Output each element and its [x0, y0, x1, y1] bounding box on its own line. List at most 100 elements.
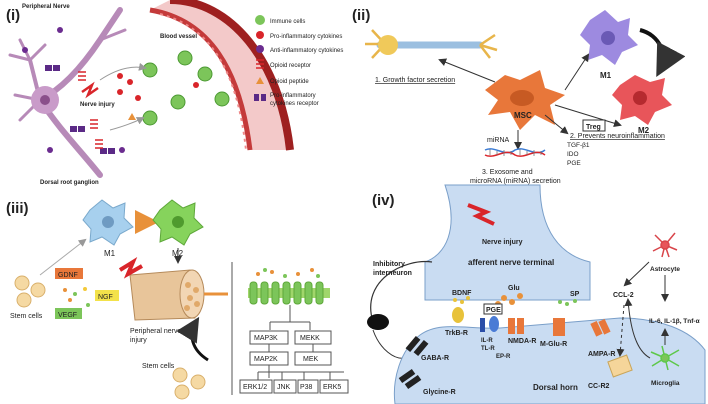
ccl2-label: CCL-2 — [613, 292, 634, 299]
sp-dots — [558, 299, 577, 306]
factor-tgf: TGF-β1 — [567, 142, 590, 149]
panel-iv: (iv) Nerve injury afferent nerve termina… — [367, 184, 706, 404]
stem-cells-label-right: Stem cells — [142, 363, 175, 370]
panel-ii: (ii) MSC 1. Growth factor secretion M1 M… — [352, 7, 686, 185]
peripheral-nerve-label: Peripheral Nerve — [22, 4, 70, 10]
blood-vessel — [149, 0, 294, 151]
kinase-map2k: MAP2K — [254, 356, 278, 363]
glycine-receptor — [398, 368, 422, 390]
exosome-label-1: 3. Exosome and — [482, 169, 533, 176]
dorsal-horn — [393, 317, 706, 404]
legend-item: Opioid peptide — [270, 79, 309, 85]
ngf-box — [95, 290, 119, 301]
pge-box — [483, 303, 503, 315]
injury-bolt-icon — [81, 81, 99, 99]
iii-m1-label: M1 — [104, 249, 116, 258]
kinase-mek: MEK — [303, 356, 319, 363]
gdnf-box — [55, 268, 83, 279]
nerve-injury-label: Nerve injury — [482, 239, 523, 246]
legend-cytokine-receptor-icon — [254, 94, 266, 101]
factor-pge: PGE — [567, 160, 581, 167]
injury-label-1: Peripheral nerve — [130, 328, 181, 335]
pro-inflammatory-dots — [117, 73, 199, 101]
microglia-cell — [650, 345, 680, 371]
sp-label: SP — [570, 291, 580, 298]
neuron-icon — [365, 29, 498, 59]
microglia-label: Microglia — [651, 380, 680, 387]
tlr-label: TL-R — [481, 346, 495, 352]
panel-ii-label: (ii) — [352, 7, 370, 24]
m1-label: M1 — [600, 71, 612, 80]
ampa-label: AMPA-R — [588, 351, 615, 358]
peripheral-nerve-bundle — [129, 269, 228, 321]
bdnf-dots — [453, 296, 470, 304]
legend-opioid-peptide-icon — [256, 77, 264, 84]
ep-receptor — [489, 316, 499, 332]
glu-label: Glu — [508, 285, 520, 292]
exosome-label-2: microRNA (miRNA) secretion — [470, 178, 561, 185]
panel-i-legend: Immune cells Pro-inflammatory cytokines … — [254, 15, 343, 107]
opioid-receptors — [78, 71, 103, 149]
gdnf-label: GDNF — [58, 272, 78, 279]
peripheral-nerve — [8, 7, 127, 178]
ilr-label: IL-R — [481, 338, 493, 344]
cytokine-receptors — [45, 65, 115, 154]
g-protein-receptor-icon — [248, 268, 330, 305]
treg-label: Treg — [586, 124, 601, 131]
kinase-erk5: ERK5 — [323, 384, 341, 391]
kinase-jnk: JNK — [277, 384, 291, 391]
nmda-receptor — [508, 318, 524, 334]
cytokines-label: IL-6, IL-1β, Tnf-α — [649, 318, 700, 325]
kinase-boxes: MAP3K MEKK MAP2K MEK ERK1/2 JNK P38 ERK5 — [239, 330, 349, 394]
m2-macrophage — [612, 75, 672, 125]
drg-label: Dorsal root ganglion — [40, 180, 99, 186]
epr-label: EP-R — [496, 354, 511, 360]
astrocyte-cell — [652, 232, 678, 258]
m1-macrophage — [82, 199, 134, 246]
vegf-label: VEGF — [58, 312, 77, 319]
growth-factor-label: 1. Growth factor secretion — [375, 77, 455, 84]
ccr2-label: CC-R2 — [588, 383, 609, 390]
inhibitory-label-2: interneuron — [373, 270, 412, 277]
injury-bolt-icon — [118, 257, 143, 279]
anti-inflammatory-dots — [22, 27, 125, 153]
m1-to-m2-arrow — [639, 28, 686, 78]
growth-factor-dots — [63, 287, 90, 307]
nmda-label: NMDA-R — [508, 338, 536, 345]
opioid-peptide-icon — [128, 113, 136, 120]
mglu-receptor — [553, 318, 565, 336]
interneuron-body — [367, 314, 389, 330]
panel-iii-label: (iii) — [6, 200, 29, 217]
bdnf-label: BDNF — [452, 290, 472, 297]
injury-label-2: injury — [130, 337, 147, 344]
treg-box — [582, 119, 606, 132]
msc-label: MSC — [514, 111, 532, 120]
gaba-label: GABA-R — [421, 355, 449, 362]
kinase-p38: P38 — [300, 384, 313, 391]
glycine-label: Glycine-R — [423, 389, 456, 396]
pge-label: PGE — [486, 307, 501, 314]
stem-cells-right — [172, 367, 206, 400]
stem-cells-arrow — [176, 316, 209, 362]
ngf-label: NGF — [98, 294, 113, 301]
dorsal-horn-label: Dorsal horn — [533, 383, 578, 392]
injury-bolt-icon — [467, 203, 495, 226]
trkb-label: TrkB-R — [445, 330, 468, 337]
panel-iv-label: (iv) — [372, 192, 395, 209]
legend-item: Immune cells — [270, 19, 305, 25]
mglu-label: M-Glu-R — [540, 341, 567, 348]
factor-ido: IDO — [567, 151, 579, 158]
trkb-receptor — [452, 307, 464, 323]
legend-item: Anti-inflammatory cytokines — [270, 48, 343, 54]
legend-anti-cytokine-icon — [256, 45, 264, 53]
legend-pro-cytokine-icon — [256, 31, 264, 39]
gaba-receptor — [405, 335, 429, 357]
kinase-erk12: ERK1/2 — [243, 384, 267, 391]
ccr2-receptor — [607, 354, 633, 378]
vegf-box — [55, 308, 82, 319]
panel-iii: (iii) M1 M2 Stem cells GDNF NGF VEGF — [6, 199, 349, 400]
legend-item: cytokines receptor — [270, 101, 319, 107]
m2-macrophage — [152, 199, 204, 246]
legend-immune-cells-icon — [255, 15, 265, 25]
